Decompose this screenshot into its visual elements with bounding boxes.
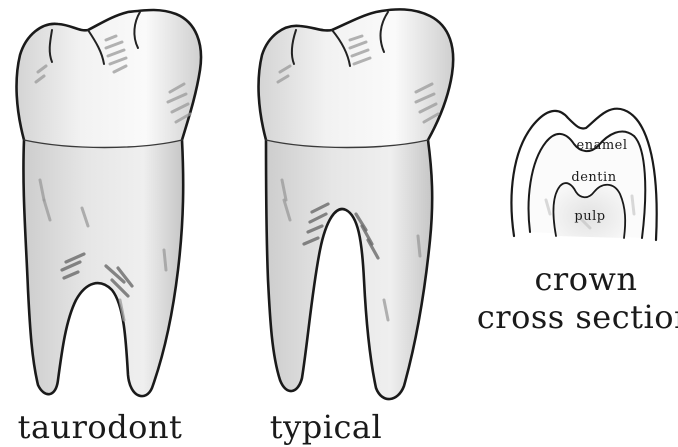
enamel-label: enamel [577, 138, 628, 153]
taurodont-tooth [17, 10, 201, 396]
cross-section-title-line2: cross section [477, 298, 678, 336]
taurodont-crown [17, 10, 201, 148]
taurodont-caption: taurodont [18, 408, 183, 446]
typical-crown [259, 9, 454, 147]
pulp-label: pulp [574, 209, 605, 224]
crown-cross-section: enamel dentin pulp [511, 109, 656, 240]
taurodont-root [23, 140, 183, 396]
cross-section-title-line1: crown [535, 260, 638, 298]
typical-root [266, 140, 432, 399]
dentin-label: dentin [571, 170, 616, 185]
typical-tooth [259, 9, 454, 399]
typical-caption: typical [270, 408, 382, 446]
